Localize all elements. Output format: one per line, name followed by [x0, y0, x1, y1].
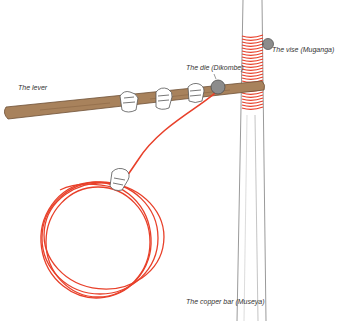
wire-turn [242, 62, 263, 64]
wire-turn [242, 107, 263, 109]
hands [110, 83, 204, 190]
wire-turn [242, 59, 263, 61]
vise-screw [263, 39, 274, 50]
wire-turn [242, 41, 263, 43]
post-fill [237, 0, 266, 321]
part-label: The lever [18, 84, 47, 92]
wire-turn [242, 65, 263, 67]
copper-coil [33, 175, 169, 305]
part-label: The vise (Muganga) [272, 46, 334, 54]
wire-winding [242, 35, 263, 109]
wire-turn [242, 71, 263, 73]
wire-turn [242, 47, 263, 49]
wire-turn [242, 53, 263, 55]
wire-turn [242, 98, 263, 100]
vise-pin [262, 44, 264, 45]
wire-turn [242, 74, 263, 76]
wire-turn [242, 68, 263, 70]
wire-turn [242, 44, 263, 46]
wire-turn [242, 95, 263, 97]
wire-turn [242, 38, 263, 40]
leader-line [214, 74, 216, 79]
die [211, 80, 225, 94]
wire-turn [242, 104, 263, 106]
part-label: The die (Dikombe) [186, 64, 244, 72]
wire-turn [242, 35, 263, 37]
wire-turn [242, 101, 263, 103]
post-inner-edge [255, 115, 258, 321]
lever [4, 81, 264, 119]
wire-turn [242, 50, 263, 52]
wire-turn [242, 56, 263, 58]
wire-turn [242, 77, 263, 79]
post-inner-edge [244, 115, 247, 321]
part-label: The copper bar (Museya) [186, 298, 265, 306]
